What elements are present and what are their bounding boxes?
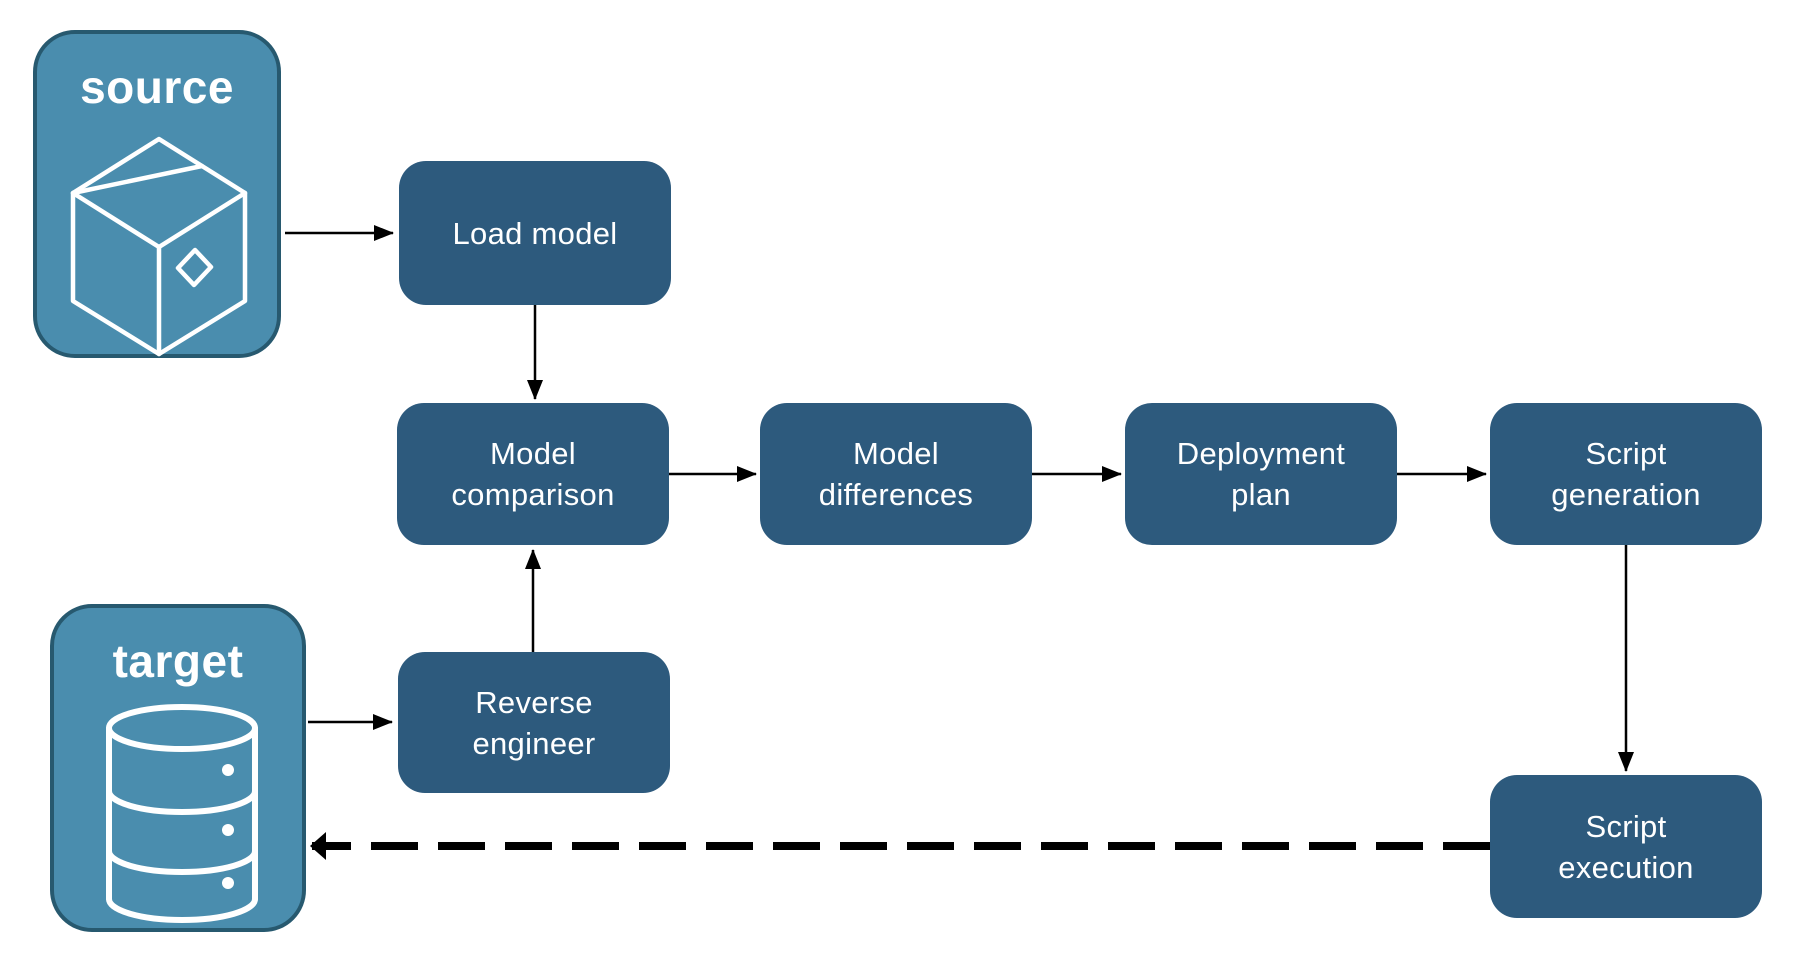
node-label: Load model [452,215,618,251]
node-label-line1: Deployment [1176,436,1346,471]
node-label-line2: generation [1551,477,1701,512]
target-label: target [112,635,244,687]
node-script-execution: Script execution [1490,775,1762,918]
package-icon [70,136,248,357]
node-reverse-engineer: Reverse engineer [398,652,670,793]
node-label-line1: Model [853,436,939,471]
node-label-line2: differences [818,477,974,512]
node-label-line1: Model [490,436,576,471]
node-label-line1: Reverse [475,684,593,720]
node-model-comparison: Model comparison [397,403,669,545]
node-label-line2: comparison [451,477,615,512]
node-deployment-plan: Deployment plan [1125,403,1397,545]
node-label-line2: plan [1231,477,1291,512]
source-label: source [80,61,234,113]
source-box: source [33,30,281,358]
node-label-line1: Script [1585,436,1667,471]
node-load-model: Load model [399,161,671,305]
database-icon [106,704,258,923]
node-model-differences: Model differences [760,403,1032,545]
target-box: target [50,604,306,932]
node-label-line2: engineer [472,725,596,761]
node-label-line1: Script [1585,808,1667,844]
node-script-generation: Script generation [1490,403,1762,545]
node-label-line2: execution [1558,849,1694,885]
